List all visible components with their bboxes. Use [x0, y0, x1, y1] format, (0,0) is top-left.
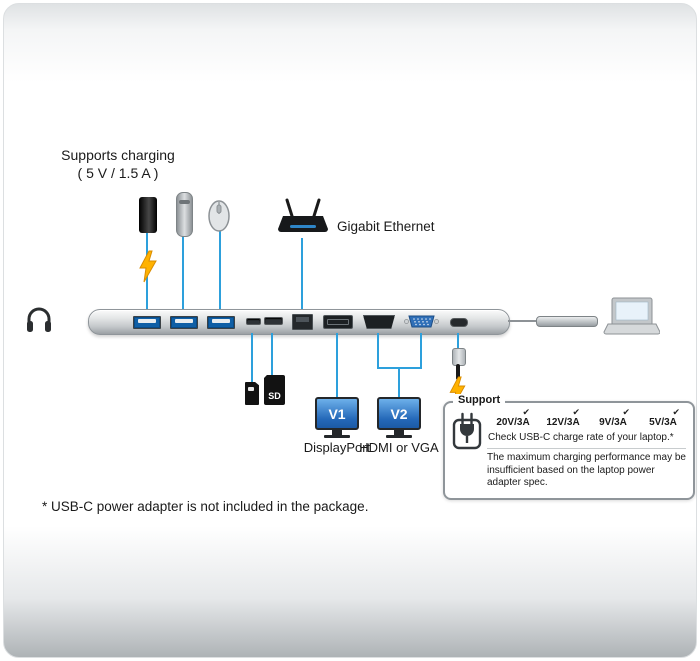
usb-c-port: [450, 318, 468, 327]
usb-a-port-3: [207, 316, 235, 329]
support-warning: The maximum charging performance may be …: [487, 452, 686, 488]
charge-rate-item: ✔ 12V/3A: [538, 407, 588, 428]
sd-slot: [264, 317, 283, 325]
displayport-caption: DisplayPort: [303, 440, 371, 455]
usb-a-port-1: [133, 316, 161, 329]
charging-rate-label: ( 5 V / 1.5 A ): [77, 165, 159, 181]
check-icon: ✔: [672, 407, 680, 417]
usb-c-cable-cord: [456, 364, 460, 380]
micro-sd-slot: [246, 318, 261, 325]
monitor-v1-icon: V1: [315, 397, 359, 438]
connector-line-usb3: [219, 231, 221, 309]
monitor-v2-icon: V2: [377, 397, 421, 438]
support-note: Check USB-C charge rate of your laptop.*: [488, 432, 674, 443]
charge-rate-item: ✔ 5V/3A: [638, 407, 688, 428]
charge-rates-row: ✔ 20V/3A ✔ 12V/3A ✔ 9V/3A ✔ 5V/3A: [488, 407, 688, 428]
power-plug-icon: [452, 412, 482, 450]
connector-line-ethernet: [301, 238, 303, 309]
connector-line-hdmi: [377, 333, 379, 369]
usb-a-port-2: [170, 316, 198, 329]
connector-line-displayport: [336, 333, 338, 397]
monitor-v2-badge: V2: [377, 397, 421, 430]
displayport-port: [323, 315, 353, 329]
check-icon: ✔: [522, 407, 530, 417]
vga-port: [404, 314, 439, 329]
gigabit-ethernet-label: Gigabit Ethernet: [337, 219, 435, 234]
charge-rate-item: ✔ 9V/3A: [588, 407, 638, 428]
sd-card-icon: SD: [264, 375, 285, 405]
charging-bolt-icon: [139, 250, 157, 283]
charge-rate-label: 9V/3A: [599, 417, 627, 428]
check-icon: ✔: [572, 407, 580, 417]
connector-line-usbc: [457, 333, 459, 348]
charge-rate-item: ✔ 20V/3A: [488, 407, 538, 428]
micro-sd-card-icon: [245, 382, 259, 405]
support-box: [443, 401, 695, 500]
charge-rate-label: 20V/3A: [496, 417, 530, 428]
check-icon: ✔: [622, 407, 630, 417]
mouse-icon: [208, 198, 230, 232]
hdmi-vga-caption: HDMI or VGA: [359, 440, 439, 455]
footnote: * USB-C power adapter is not included in…: [42, 499, 369, 514]
sd-card-label: SD: [268, 391, 281, 401]
cable-plug: [536, 316, 598, 327]
connector-line-vga: [420, 333, 422, 369]
connector-line-microsd: [251, 333, 253, 383]
laptop-icon: [598, 296, 660, 338]
connector-line-sd: [271, 333, 273, 376]
charge-rate-label: 5V/3A: [649, 417, 677, 428]
connector-line-usb2: [182, 235, 184, 309]
headphones-icon: [25, 306, 53, 334]
support-box-title: Support: [453, 394, 506, 406]
usb-flash-drive-icon: [139, 197, 157, 233]
charge-rate-label: 12V/3A: [546, 417, 580, 428]
laptop-cable: [508, 320, 538, 322]
connector-line-v2: [398, 367, 400, 397]
ethernet-port: [292, 314, 313, 330]
router-icon: [276, 198, 330, 238]
support-divider: [487, 448, 686, 449]
supports-charging-label: Supports charging: [61, 147, 175, 163]
hdmi-port: [363, 315, 395, 329]
monitor-v1-badge: V1: [315, 397, 359, 430]
portable-device-icon: [176, 192, 193, 237]
